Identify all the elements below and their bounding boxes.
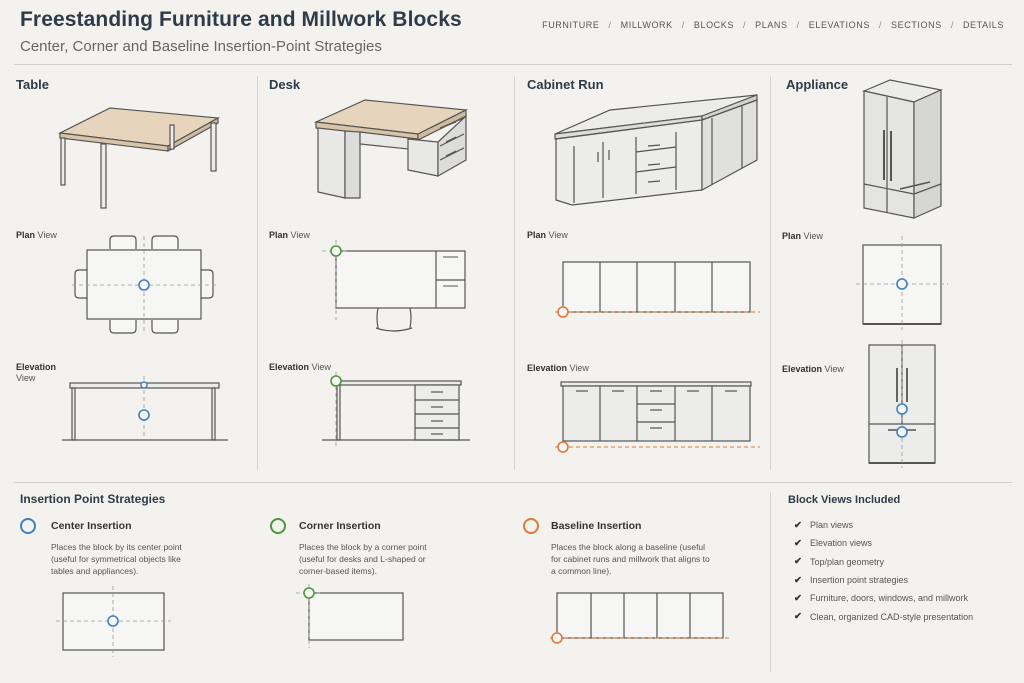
center-insertion-marker	[896, 403, 908, 415]
baseline-insertion-title: Baseline Insertion	[551, 520, 642, 532]
center-insertion-desc: Places the block by its center point (us…	[51, 542, 182, 576]
list-item: ✔Plan views	[794, 519, 854, 531]
column-title-appliance: Appliance	[786, 77, 849, 92]
check-icon: ✔	[794, 592, 802, 604]
desk-3d-drawing	[313, 99, 469, 199]
list-item: ✔Elevation views	[794, 537, 873, 549]
list-item: ✔Clean, organized CAD-style presentation	[794, 611, 974, 623]
nav-separator: /	[878, 20, 883, 30]
center-insertion-title: Center Insertion	[51, 520, 132, 532]
plan-view-label: Plan View	[16, 230, 57, 240]
top-nav: FURNITURE / MILLWORK / BLOCKS / PLANS / ELEV…	[542, 20, 1004, 30]
baseline-insertion-icon	[523, 518, 539, 534]
strategies-heading: Insertion Point Strategies	[20, 492, 166, 506]
section-divider	[14, 482, 1012, 483]
baseline-insertion-desc: Places the block along a baseline (usefu…	[551, 542, 710, 576]
column-title-cabinet-run: Cabinet Run	[527, 77, 604, 92]
baseline-insertion-marker	[551, 632, 563, 644]
baseline-insertion-marker	[557, 306, 569, 318]
corner-insertion-marker	[303, 587, 315, 599]
check-icon: ✔	[794, 537, 802, 549]
table-3d-drawing	[57, 107, 220, 209]
plan-view-label: Plan View	[527, 230, 568, 240]
column-title-table: Table	[16, 77, 49, 92]
column-title-desk: Desk	[269, 77, 301, 92]
elevation-view-label: Elevation View	[782, 364, 844, 374]
column-divider	[770, 76, 771, 470]
center-insertion-icon	[20, 518, 36, 534]
nav-millwork[interactable]: MILLWORK	[620, 20, 673, 30]
column-divider	[770, 492, 771, 672]
block-views-heading: Block Views Included	[788, 494, 901, 506]
nav-separator: /	[796, 20, 800, 30]
center-insertion-marker	[896, 426, 908, 438]
desk-elevation-drawing	[322, 372, 470, 446]
nav-plans[interactable]: PLANS	[755, 20, 788, 30]
check-icon: ✔	[794, 519, 802, 531]
center-insertion-marker	[140, 381, 148, 389]
elevation-view-label: Elevation View	[16, 362, 57, 383]
page-title: Freestanding Furniture and Millwork Bloc…	[20, 8, 462, 31]
baseline-insertion-example	[550, 592, 732, 639]
center-insertion-marker	[138, 279, 150, 291]
check-icon: ✔	[794, 556, 802, 568]
nav-separator: /	[950, 20, 954, 30]
corner-insertion-marker	[330, 375, 342, 387]
list-item: ✔Furniture, doors, windows, and millwork	[794, 592, 969, 604]
cabinet-plan-drawing	[555, 261, 760, 313]
corner-insertion-icon	[270, 518, 286, 534]
nav-sections[interactable]: SECTIONS	[891, 20, 942, 30]
desk-plan-drawing	[322, 240, 466, 332]
appliance-3d-drawing	[862, 79, 943, 219]
check-icon: ✔	[794, 574, 802, 586]
column-divider	[514, 76, 515, 470]
center-insertion-marker	[107, 615, 119, 627]
nav-blocks[interactable]: BLOCKS	[693, 20, 734, 30]
block-views-list: ✔Plan views ✔Elevation views ✔Top/plan g…	[794, 516, 973, 626]
list-item: ✔Top/plan geometry	[794, 556, 885, 568]
list-item: ✔Insertion point strategies	[794, 574, 909, 586]
nav-separator: /	[681, 20, 685, 30]
column-divider	[257, 76, 258, 470]
cabinet-3d-drawing	[554, 94, 758, 206]
nav-elevations[interactable]: ELEVATIONS	[808, 20, 870, 30]
page-subtitle: Center, Corner and Baseline Insertion-Po…	[20, 38, 382, 55]
elevation-view-label: Elevation View	[269, 362, 331, 372]
center-insertion-marker	[896, 278, 908, 290]
nav-separator: /	[743, 20, 747, 30]
header-divider	[14, 64, 1012, 65]
center-insertion-marker	[138, 409, 150, 421]
corner-insertion-marker	[330, 245, 342, 257]
nav-details[interactable]: DETAILS	[962, 20, 1004, 30]
corner-insertion-example	[296, 584, 404, 648]
corner-insertion-title: Corner Insertion	[299, 520, 381, 532]
plan-view-label: Plan View	[782, 231, 823, 241]
plan-view-label: Plan View	[269, 230, 310, 240]
corner-insertion-desc: Places the block by a corner point (usef…	[299, 542, 427, 576]
cabinet-elevation-drawing	[555, 381, 760, 448]
check-icon: ✔	[794, 611, 802, 623]
nav-furniture[interactable]: FURNITURE	[542, 20, 600, 30]
elevation-view-label: Elevation View	[527, 363, 589, 373]
nav-separator: /	[608, 20, 612, 30]
baseline-insertion-marker	[557, 441, 569, 453]
